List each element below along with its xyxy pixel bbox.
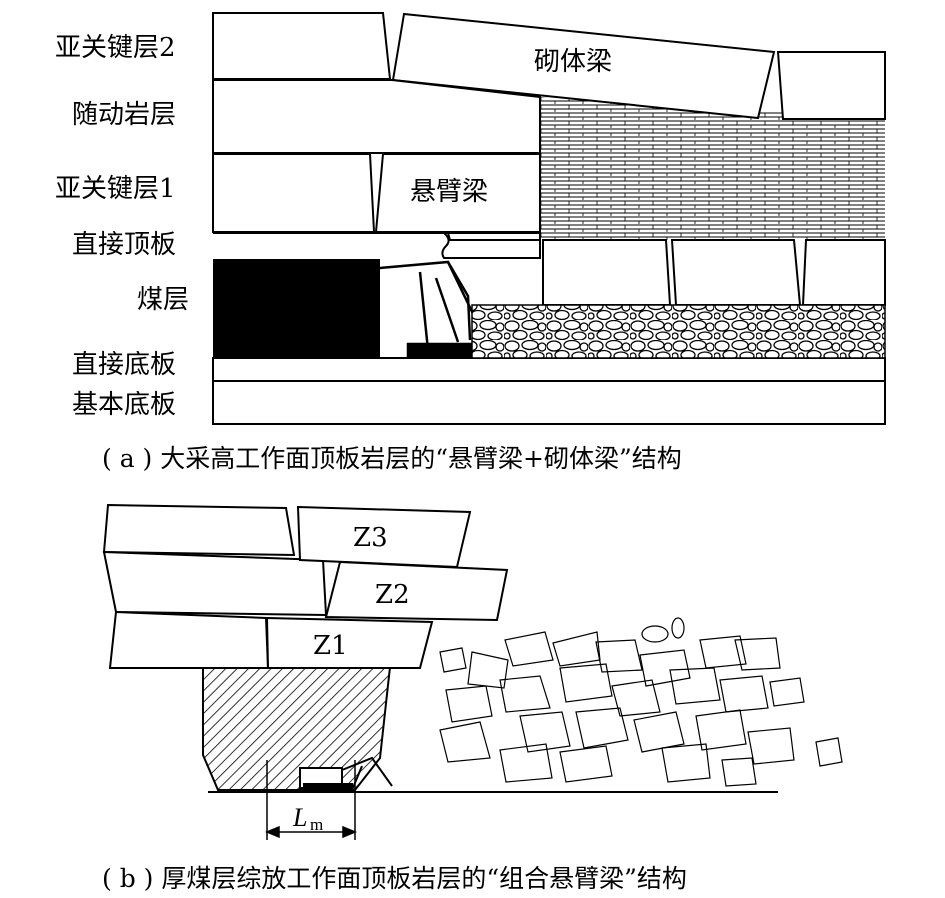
follow-strata-bedding — [540, 97, 885, 240]
panel-b: Z3 Z2 Z1 — [102, 503, 843, 893]
layer-label-immroof: 直接顶板 — [72, 230, 176, 260]
layer-label-subkey2: 亚关键层2 — [55, 33, 176, 63]
layer-label-basefloor: 基本底板 — [72, 390, 176, 420]
voussoir-beam-label: 砌体梁 — [534, 47, 612, 77]
immediate-roof-detached — [446, 232, 541, 241]
caved-rubble — [471, 304, 886, 359]
caved-blocks — [439, 617, 843, 787]
left-block-top — [102, 503, 296, 557]
layer-label-follow: 随动岩层 — [72, 100, 176, 130]
follow-layer-fixed — [212, 79, 541, 154]
base-floor — [212, 380, 886, 425]
block-z2 — [324, 560, 509, 622]
label-z1: Z1 — [313, 631, 348, 661]
coal-body-hatched — [202, 666, 392, 791]
subkey1-block-fixed — [212, 153, 376, 233]
dimension-lm — [265, 760, 357, 840]
label-z3: Z3 — [353, 523, 388, 553]
panel-a: 亚关键层2 随动岩层 亚关键层1 直接顶板 煤层 直接底板 基本底板 — [55, 12, 886, 473]
caved-roof-block-3 — [801, 239, 886, 306]
subkey2-block-fixed — [212, 12, 392, 80]
left-block-mid — [102, 550, 328, 617]
caption-a: ( a ) 大采高工作面顶板岩层的“悬臂梁+砌体梁”结构 — [102, 444, 682, 473]
lm-subscript: m — [310, 815, 323, 834]
lm-symbol: L — [292, 803, 307, 832]
layer-label-subkey1: 亚关键层1 — [55, 174, 176, 204]
caption-b: ( b ) 厚煤层综放工作面顶板岩层的“组合悬臂梁”结构 — [102, 864, 687, 893]
voussoir-block-1 — [391, 12, 776, 120]
left-block-low — [108, 610, 270, 669]
label-z2: Z2 — [375, 580, 410, 610]
coal-seam — [213, 259, 380, 358]
hydraulic-support-b — [299, 756, 393, 791]
cantilever-beam-label: 悬臂梁 — [410, 177, 488, 207]
block-z1 — [265, 616, 434, 669]
layer-label-coal: 煤层 — [137, 285, 189, 315]
caved-roof-block-2 — [670, 239, 802, 306]
caved-roof-block-1 — [542, 239, 672, 306]
layer-label-immfloor: 直接底板 — [72, 350, 176, 380]
hydraulic-support — [379, 260, 478, 358]
immediate-floor — [212, 357, 886, 382]
voussoir-block-2 — [776, 51, 886, 120]
